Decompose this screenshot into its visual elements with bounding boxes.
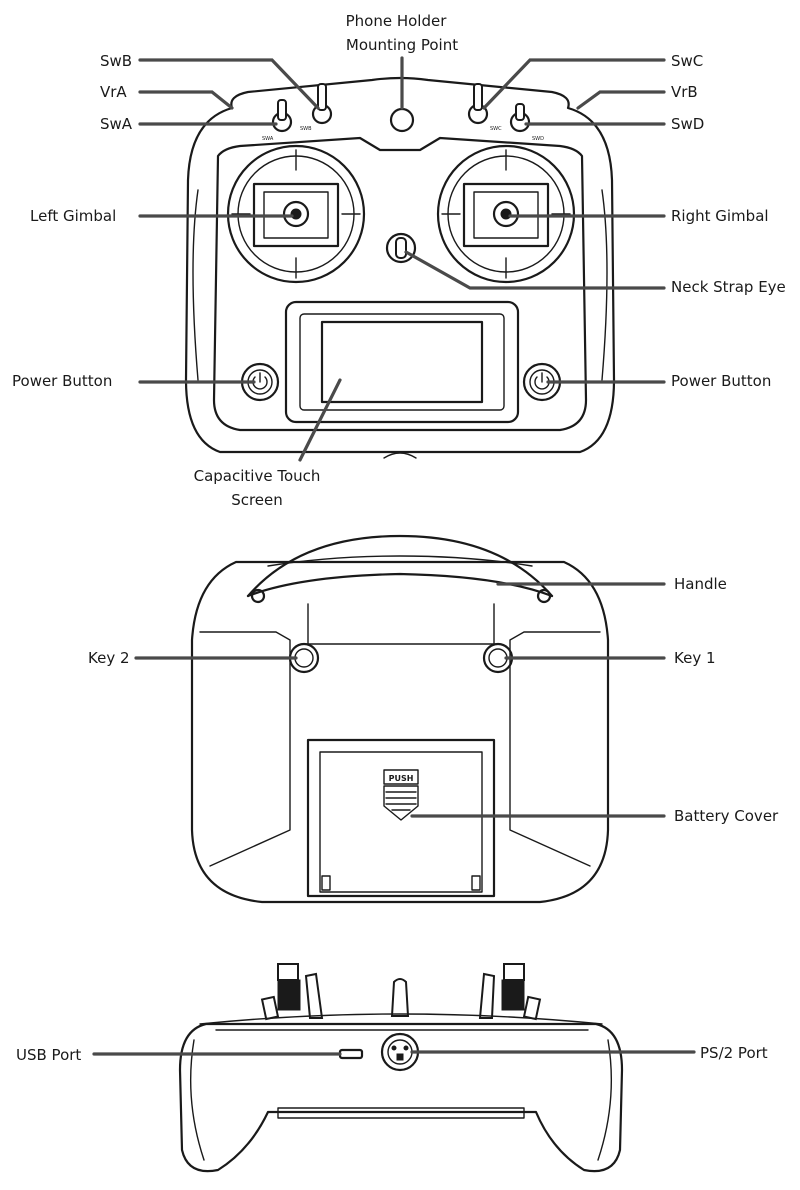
bottom-right-flank [597, 1039, 613, 1161]
label-key1: Key 1 [674, 649, 716, 667]
bottom-handle-rail [277, 1107, 525, 1119]
bottom-phone-mount-stem [390, 978, 410, 1017]
phone-holder-mount [389, 107, 415, 133]
back-right-grip [509, 631, 601, 867]
front-right-grip [601, 189, 608, 381]
bottom-body-outline [178, 1022, 624, 1173]
label-power-button-right: Power Button [671, 372, 771, 390]
switch-swb[interactable] [311, 83, 333, 125]
leader-neck-strap [404, 250, 666, 290]
bottom-left-flank [189, 1039, 205, 1161]
label-touch-screen-2: Screen [231, 491, 283, 509]
label-phone-holder-2: Mounting Point [346, 36, 458, 54]
bottom-right-knob [478, 963, 542, 1021]
front-left-grip [192, 189, 199, 381]
label-touch-screen-1: Capacitive Touch [194, 467, 321, 485]
back-handle-outer [246, 534, 554, 598]
back-handle-strap [267, 555, 533, 567]
label-battery-cover: Battery Cover [674, 807, 779, 825]
leader-swc [482, 58, 666, 110]
switch-swa[interactable] [271, 99, 293, 133]
back-view: PUSH Handle Key 2 Key 1 Battery Cover [88, 534, 779, 904]
battery-cover[interactable]: PUSH [306, 738, 496, 898]
bottom-top-rim [199, 1013, 603, 1025]
usb-port[interactable] [338, 1048, 364, 1060]
bottom-view: USB Port PS/2 Port [16, 963, 768, 1173]
leader-swb [138, 58, 320, 110]
swb-tag-text: SWB [300, 126, 312, 132]
label-key2: Key 2 [88, 649, 130, 667]
leader-touch-screen [298, 378, 342, 462]
front-view: SWA SWB SWC SWD [12, 12, 786, 509]
push-text: PUSH [389, 774, 414, 783]
swc-tag-text: SWC [490, 126, 502, 132]
left-gimbal[interactable] [226, 144, 366, 284]
neck-strap-eye [385, 232, 417, 264]
label-vra: VrA [100, 83, 127, 101]
front-face-panel [212, 136, 588, 432]
label-right-gimbal: Right Gimbal [671, 207, 769, 225]
label-handle: Handle [674, 575, 727, 593]
right-gimbal[interactable] [436, 144, 576, 284]
label-usb-port: USB Port [16, 1046, 81, 1064]
swa-tag-text: SWA [262, 136, 274, 142]
handle-screw-right [536, 588, 552, 604]
switch-swc[interactable] [467, 83, 489, 125]
label-power-button-left: Power Button [12, 372, 112, 390]
front-body-outline [184, 76, 616, 454]
leader-vrb [576, 90, 666, 110]
back-body-outline [190, 560, 610, 904]
back-left-grip [199, 631, 291, 867]
label-swc: SwC [671, 52, 703, 70]
label-swb: SwB [100, 52, 132, 70]
label-neck-strap-eye: Neck Strap Eye [671, 278, 786, 296]
label-ps2-port: PS/2 Port [700, 1044, 768, 1062]
handle-screw-left [250, 588, 266, 604]
swd-tag-text: SWD [532, 136, 544, 142]
back-center-recess [307, 603, 495, 645]
capacitive-touch-screen[interactable] [284, 300, 520, 424]
bottom-left-knob [260, 963, 324, 1021]
front-bottom-notch [383, 452, 417, 459]
switch-swd[interactable] [509, 103, 531, 133]
leader-vra [138, 90, 234, 110]
label-left-gimbal: Left Gimbal [30, 207, 116, 225]
label-phone-holder-1: Phone Holder [346, 12, 448, 30]
label-swa: SwA [100, 115, 133, 133]
label-swd: SwD [671, 115, 704, 133]
label-vrb: VrB [671, 83, 698, 101]
